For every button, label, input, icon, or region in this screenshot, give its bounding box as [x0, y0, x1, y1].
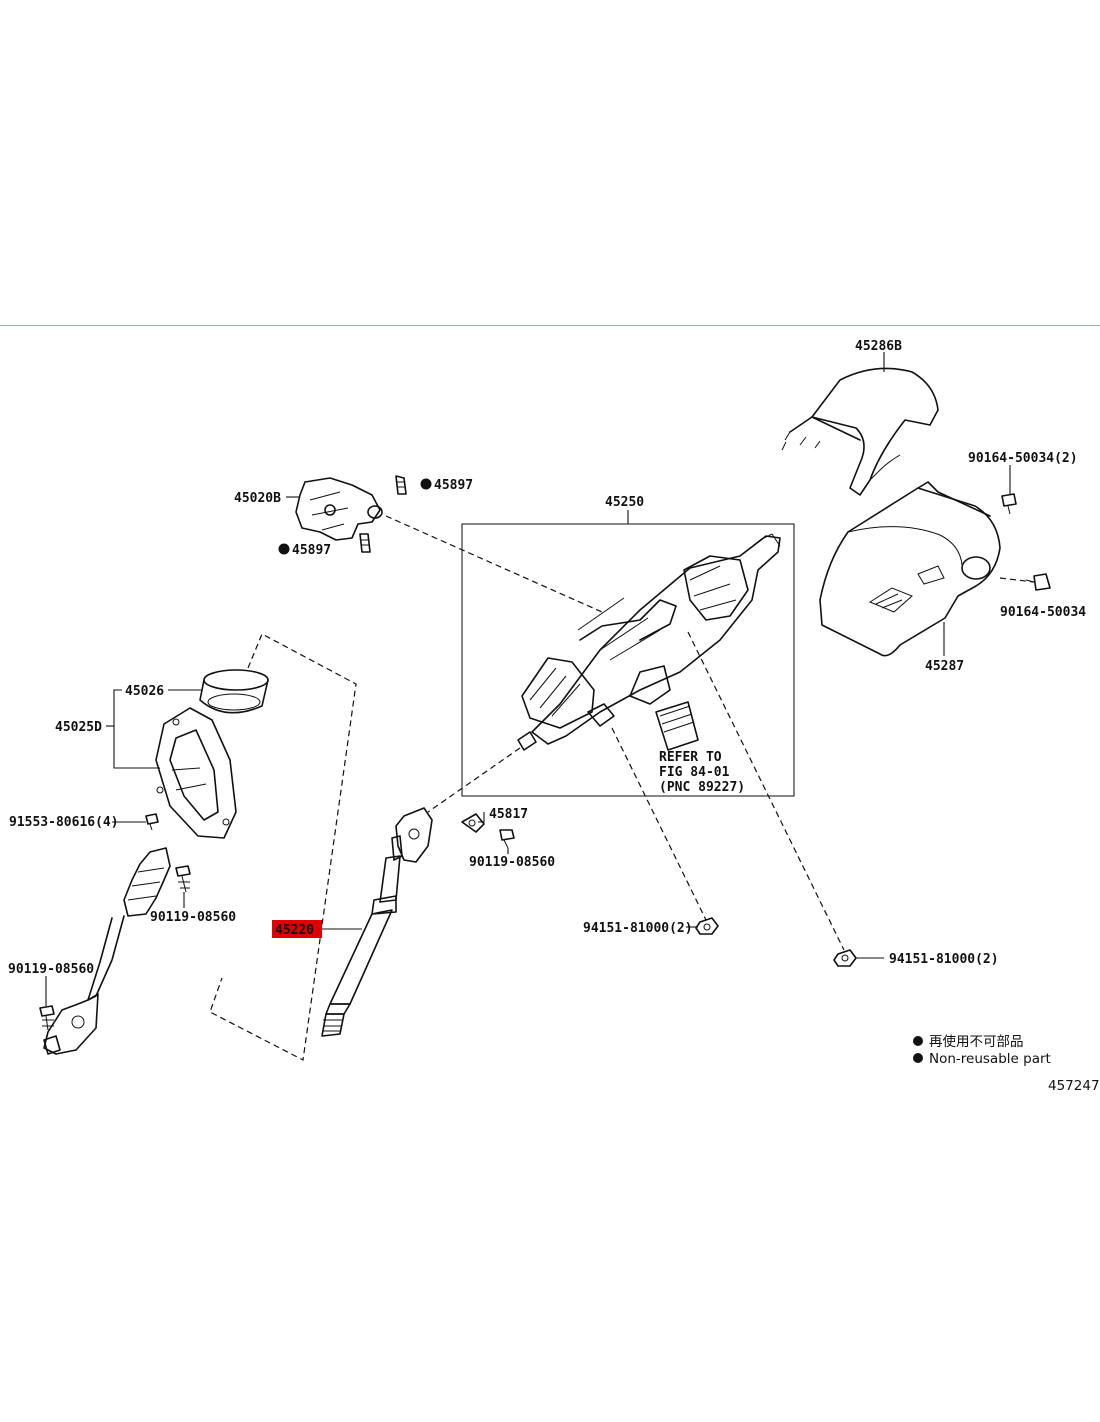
label-90164-50034[interactable]: 90164-50034 [1000, 605, 1086, 620]
label-90119-08560-left[interactable]: 90119-08560 [150, 910, 236, 925]
non-reusable-marker [278, 543, 290, 555]
legend-marker-1 [913, 1036, 923, 1046]
label-45817[interactable]: 45817 [489, 807, 528, 822]
upper-column-cover [781, 367, 939, 496]
highlight-45220 [272, 920, 322, 938]
label-45026[interactable]: 45026 [125, 684, 164, 699]
bolt-45897-upper [395, 475, 407, 495]
label-94151-81000-right[interactable]: 94151-81000(2) [889, 952, 999, 967]
label-45220[interactable]: 45220 [275, 923, 314, 938]
label-refer-pnc[interactable]: (PNC 89227) [659, 780, 745, 795]
label-refer-fig[interactable]: FIG 84-01 [659, 765, 730, 780]
bolt-90119-center [499, 829, 515, 849]
column-hole-seal [199, 669, 269, 714]
label-45250[interactable]: 45250 [605, 495, 644, 510]
bolt-91553 [145, 813, 159, 831]
legend-line-1: 再使用不可部品 [929, 1033, 1024, 1050]
label-91553-80616[interactable]: 91553-80616(4) [9, 815, 119, 830]
nut-94151-right [833, 949, 857, 967]
label-45286B[interactable]: 45286B [855, 339, 902, 354]
non-reusable-marker [420, 478, 432, 490]
intermediate-shaft-45220 [321, 807, 433, 1037]
label-45897-lower[interactable]: 45897 [292, 543, 331, 558]
label-90119-08560-bottom[interactable]: 90119-08560 [8, 962, 94, 977]
label-90164-50034-2[interactable]: 90164-50034(2) [968, 451, 1078, 466]
header-divider [0, 325, 1100, 326]
legend-marker-2 [913, 1053, 923, 1063]
main-steering-column [517, 533, 781, 751]
screw-90164-upper [1001, 493, 1017, 515]
bolt-90119-left-lower [39, 1005, 55, 1031]
column-bracket [295, 477, 383, 541]
label-refer-to[interactable]: REFER TO [659, 750, 722, 765]
legend-line-2: Non-reusable part [929, 1051, 1051, 1067]
label-45287[interactable]: 45287 [925, 659, 964, 674]
label-45025D[interactable]: 45025D [55, 720, 102, 735]
bolt-45897-lower [359, 533, 371, 553]
leader-lines [45, 352, 1011, 1006]
bolt-90119-left-upper [175, 865, 191, 893]
lower-steering-shaft [43, 847, 171, 1055]
assembly-box-45250 [461, 523, 795, 797]
screw-90164-right [1025, 573, 1051, 591]
intermediate-shaft-dashed-outline [209, 633, 357, 1061]
figure-id: 457247F [1048, 1078, 1100, 1094]
column-hole-cover [155, 707, 237, 839]
shaft-plate [461, 813, 485, 833]
label-90119-08560-center[interactable]: 90119-08560 [469, 855, 555, 870]
label-45020B[interactable]: 45020B [234, 491, 281, 506]
lower-column-cover [819, 481, 1001, 657]
referenced-module [655, 701, 699, 751]
label-45897-upper[interactable]: 45897 [434, 478, 473, 493]
label-94151-81000-center[interactable]: 94151-81000(2) [583, 921, 693, 936]
connection-lines [385, 515, 1035, 951]
nut-94151-center [695, 917, 719, 935]
